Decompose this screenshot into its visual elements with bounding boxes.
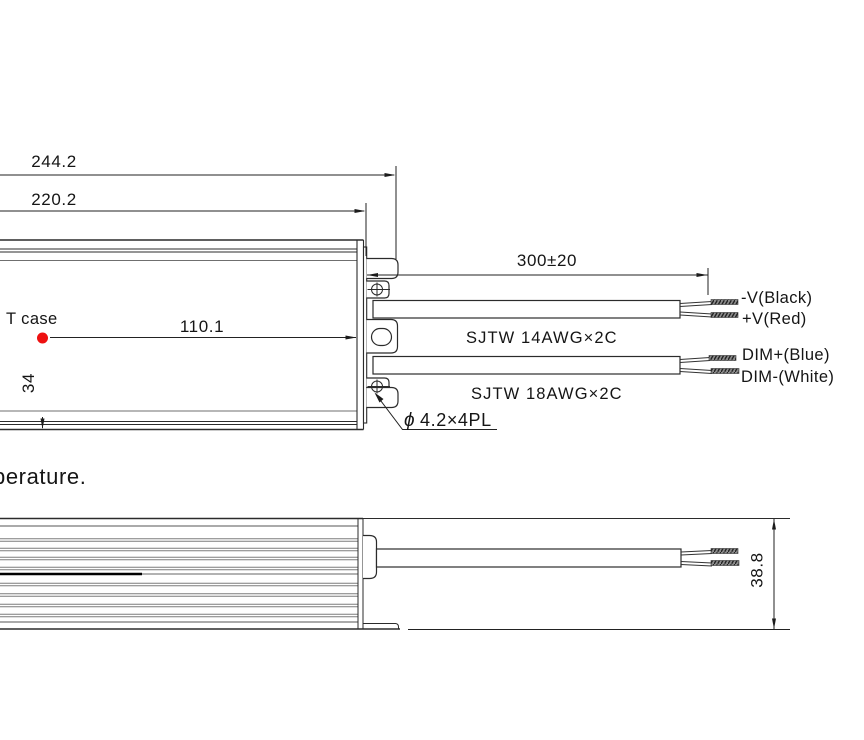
- side-view-dimension: [408, 519, 790, 630]
- screw-hole-symbol-top: [367, 282, 390, 297]
- stripped-end: [710, 299, 739, 305]
- top-view-wires: [679, 301, 713, 374]
- hole-callout-text: 4.2×4PL: [420, 410, 492, 430]
- side-gland-bump: [363, 534, 378, 580]
- top-view-case: [0, 239, 399, 431]
- side-end-lines: [357, 518, 364, 629]
- dim-body-length: 220.2: [31, 190, 77, 209]
- wire-label-dim-minus: DIM-(White): [741, 368, 834, 386]
- top-view-dimensions: [0, 166, 709, 430]
- arrowhead: [367, 273, 378, 277]
- wire-label-dim-plus: DIM+(Blue): [742, 346, 830, 364]
- bracket-slot-oval: [370, 327, 393, 347]
- case-bottom-groove: [0, 420, 357, 426]
- arrowhead: [772, 618, 776, 629]
- dim-side-height: 38.8: [748, 552, 767, 588]
- bracket-tab-top: [366, 257, 399, 280]
- wire-pos-v: [679, 311, 713, 318]
- dim-wire-length: 300±20: [517, 251, 577, 270]
- side-cable: [375, 548, 682, 568]
- note-text: perature.: [0, 464, 86, 489]
- cable1-spec-label: SJTW 14AWG×2C: [466, 329, 618, 347]
- wire-neg-v: [679, 301, 713, 307]
- arrowhead: [374, 392, 384, 403]
- screw-hole-symbol-bottom: [367, 379, 390, 394]
- dim-line-220: [0, 203, 367, 256]
- side-foot: [363, 623, 399, 629]
- wire-dim-plus: [679, 357, 711, 363]
- hole-callout-phi: ϕ: [404, 410, 415, 431]
- case-end-lines: [356, 240, 365, 430]
- wire-label-pos-v: +V(Red): [742, 310, 807, 328]
- case-top-groove: [0, 248, 357, 253]
- dim-tcase-x: 110.1: [180, 317, 224, 336]
- side-view-case: [0, 517, 790, 630]
- cable-14awg: [372, 299, 681, 319]
- top-view-stripped-ends: [708, 299, 740, 374]
- wire-label-neg-v: -V(Black): [741, 289, 812, 307]
- arrowhead: [345, 335, 357, 340]
- arrowhead: [384, 173, 396, 177]
- stripped-end: [710, 548, 739, 554]
- dim-overall-length: 244.2: [31, 152, 77, 171]
- arrowhead: [354, 209, 366, 213]
- wire-dim-minus: [679, 368, 713, 374]
- stripped-end: [710, 312, 739, 318]
- bracket-tab-bottom: [366, 386, 399, 409]
- dim-line-244: [0, 166, 397, 259]
- arrowhead: [696, 273, 708, 277]
- cable2-spec-label: SJTW 18AWG×2C: [471, 385, 623, 403]
- stripped-end: [708, 355, 737, 361]
- tcase-label: T case: [6, 310, 58, 328]
- dim-line-300: [367, 268, 709, 295]
- hole-leader-line: [375, 394, 497, 430]
- fin-lines: [0, 538, 358, 618]
- bracket-plate: [362, 246, 368, 424]
- arrowhead: [772, 519, 776, 530]
- top-view-cables: [372, 299, 681, 375]
- tcase-dot: [37, 332, 48, 344]
- stripped-end: [710, 368, 740, 374]
- dim-tcase-y: 34: [19, 373, 38, 393]
- cable-18awg: [372, 355, 681, 375]
- stripped-end: [710, 560, 740, 566]
- arrowhead: [40, 418, 45, 429]
- side-view-stripped-ends: [710, 548, 740, 566]
- dim-line-388: [408, 519, 790, 630]
- side-wires: [680, 550, 713, 567]
